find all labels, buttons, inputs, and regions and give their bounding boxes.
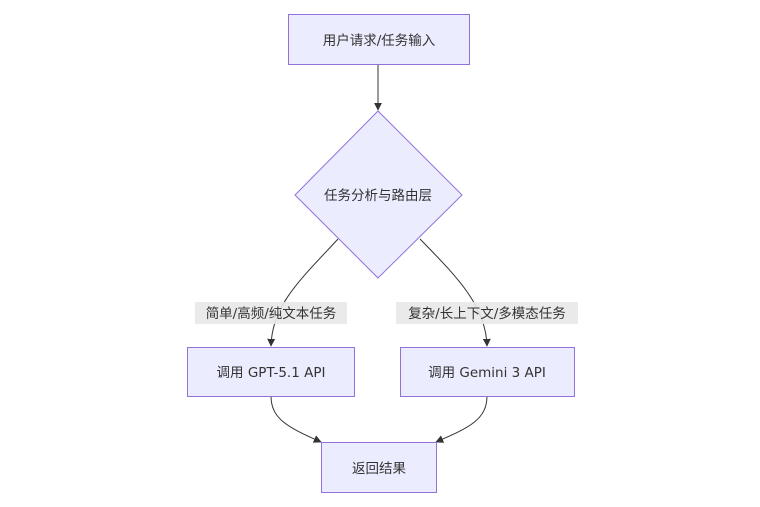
node-routing-decision[interactable]: 任务分析与路由层: [294, 110, 463, 279]
edge-label-text: 复杂/长上下文/多模态任务: [408, 305, 566, 322]
edge-label-complex-tasks: 复杂/长上下文/多模态任务: [396, 302, 578, 324]
node-shape: [321, 442, 437, 493]
edge-label-background: [195, 302, 347, 324]
edge-gemini-to-result: [435, 395, 488, 443]
edge-label-background: [396, 302, 578, 324]
node-shape: [288, 14, 470, 65]
node-label: 调用 Gemini 3 API: [428, 365, 546, 381]
node-shape: [187, 347, 355, 397]
edges: [267, 65, 491, 443]
node-call-gemini[interactable]: 调用 Gemini 3 API: [400, 347, 575, 397]
node-label: 返回结果: [352, 461, 406, 477]
node-return-result[interactable]: 返回结果: [321, 442, 437, 493]
node-call-gpt[interactable]: 调用 GPT-5.1 API: [187, 347, 355, 397]
edge-label-text: 简单/高频/纯文本任务: [206, 305, 337, 322]
node-label: 用户请求/任务输入: [323, 32, 436, 49]
edge-label-simple-tasks: 简单/高频/纯文本任务: [195, 302, 347, 324]
node-user-request[interactable]: 用户请求/任务输入: [288, 14, 470, 65]
edge-gpt-to-result: [270, 395, 322, 443]
node-label: 调用 GPT-5.1 API: [217, 365, 326, 381]
node-label: 任务分析与路由层: [324, 188, 432, 204]
node-shape: [294, 110, 463, 279]
edge-router-to-gemini: [419, 238, 491, 347]
node-shape: [400, 347, 575, 397]
edge-router-to-gpt: [267, 238, 339, 347]
